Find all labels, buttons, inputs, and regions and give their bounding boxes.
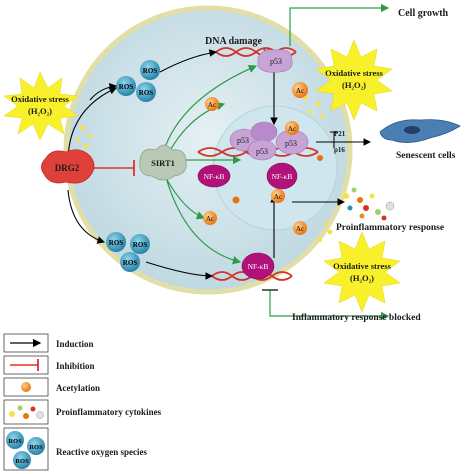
legend-inhibition-label: Inhibition	[56, 361, 95, 371]
sirt1-to-nfkb-arrow	[163, 169, 242, 265]
ac-label: Ac	[274, 193, 282, 201]
p21-label: P21	[334, 130, 346, 138]
ros-label: ROS	[29, 444, 43, 451]
senescent-cells-label: Senescent cells	[396, 151, 456, 161]
p16-label: p16	[334, 146, 345, 154]
drg2-label: DRG2	[55, 163, 80, 173]
oxidative-stress-bottom-right: Oxidative stress (H₂O₂)	[323, 231, 401, 313]
h2o2-label: (H₂O₂)	[28, 106, 52, 116]
ros-to-dna-bottom-arrow	[145, 261, 214, 280]
legend-cytokines-label: Proinflammatory cytokines	[56, 407, 162, 417]
senescent-cell-image	[379, 119, 461, 143]
sirt1-protein: SIRT1	[139, 144, 187, 181]
ac-label: Ac	[288, 125, 296, 133]
sirt1-to-p53-arrow	[163, 65, 258, 151]
nfkb-label: NF-κB	[204, 172, 225, 181]
p53-label: p53	[237, 136, 249, 145]
cell-growth-label: Cell growth	[398, 8, 449, 19]
h2o2-dots	[76, 96, 333, 242]
legend-cytokines: Proinflammatory cytokines	[3, 399, 162, 425]
ac-label: Ac	[296, 225, 304, 233]
legend-acetylation: Acetylation	[3, 377, 100, 397]
legend-ros-label: Reactive oxygen species	[56, 447, 147, 457]
nfkb-nucleus: NF-κB NF-κB	[197, 162, 298, 190]
acetyl-groups: Ac Ac Ac Ac Ac Ac	[203, 82, 323, 235]
p53-label: p53	[285, 139, 297, 148]
nfkb-label: NF-κB	[248, 262, 269, 271]
oxidative-stress-label: Oxidative stress	[333, 261, 391, 271]
legend-inhibition: Inhibition	[3, 355, 95, 375]
ros-label: ROS	[123, 259, 138, 267]
ros-label: ROS	[15, 458, 29, 465]
nfkb-lower: NF-κB	[241, 252, 275, 280]
nfkb-label: NF-κB	[272, 172, 293, 181]
legend-induction: Induction	[3, 333, 94, 353]
ros-label: ROS	[119, 83, 134, 91]
ac-label: Ac	[208, 101, 216, 109]
h2o2-label: (H₂O₂)	[342, 80, 366, 90]
cell-growth-arrow	[289, 3, 390, 46]
p53-complex: p53 p53 p53	[229, 121, 309, 161]
h2o2-label: (H₂O₂)	[350, 273, 374, 283]
dna-damage-label: DNA damage	[205, 36, 263, 47]
ac-label: Ac	[296, 87, 304, 95]
p53-label: p53	[256, 147, 268, 156]
p53-label: p53	[270, 57, 282, 66]
oxidative-stress-top-right: Oxidative stress (H₂O₂)	[315, 39, 393, 121]
legend-induction-label: Induction	[56, 339, 94, 349]
stress-to-ros-arrow	[89, 83, 118, 101]
inflammatory-response-blocked-label: Inflammatory response blocked	[292, 313, 421, 323]
oxidative-stress-label: Oxidative stress	[325, 68, 383, 78]
oxidative-stress-left: Oxidative stress (H₂O₂)	[3, 71, 79, 141]
ros-to-dna-damage-arrow	[159, 49, 218, 73]
legend-ros: ROS ROS ROS Reactive oxygen species	[3, 427, 147, 471]
sirt1-to-ac-bottom-arrow	[165, 177, 206, 220]
oxidative-stress-label: Oxidative stress	[11, 94, 69, 104]
cytokines-scatter	[343, 187, 395, 221]
proinflammatory-response-label: Proinflammatory response	[336, 223, 444, 233]
ros-label: ROS	[8, 438, 22, 445]
inflammatory-blocked-arrow	[269, 290, 390, 321]
ros-cluster-bottom: ROS ROS ROS	[106, 232, 150, 272]
ros-label: ROS	[139, 89, 154, 97]
ros-label: ROS	[109, 239, 124, 247]
drg2-to-ros-bottom-arrow	[67, 189, 106, 244]
ros-cluster-top: ROS ROS ROS	[116, 60, 160, 102]
ros-label: ROS	[133, 241, 148, 249]
ac-label: Ac	[206, 215, 214, 223]
ros-label: ROS	[143, 67, 158, 75]
drg2-protein: DRG2	[41, 149, 95, 184]
p53-top: p53	[257, 49, 293, 73]
sirt1-label: SIRT1	[151, 158, 175, 168]
legend: Induction Inhibition Acetylation Proinfl…	[3, 333, 162, 471]
legend-acetylation-label: Acetylation	[56, 383, 100, 393]
